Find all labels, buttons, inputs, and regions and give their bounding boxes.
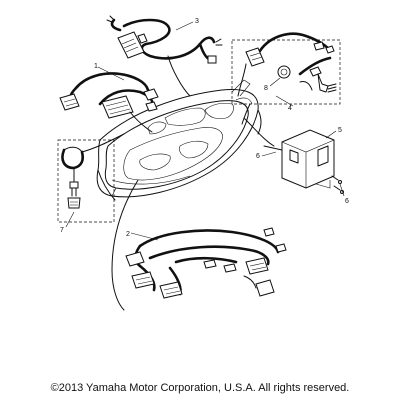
callout-8: 8	[264, 85, 268, 92]
callout-6-right: 6	[345, 198, 349, 205]
switch-group-7	[57, 133, 125, 223]
boat-hull-illustration	[96, 79, 262, 201]
wire-harness-3	[106, 15, 223, 97]
callout-2: 2	[126, 231, 130, 238]
callout-4: 4	[288, 105, 292, 112]
callout-6-left: 6	[256, 153, 260, 160]
wire-harness-1	[59, 72, 159, 133]
callout-5: 5	[338, 127, 342, 134]
sensor-group-4	[231, 32, 341, 105]
control-box-5	[263, 129, 344, 194]
callout-leaders	[65, 21, 345, 241]
grommet-8	[277, 65, 291, 79]
callout-7: 7	[60, 227, 64, 234]
wire-harness-2	[125, 227, 287, 299]
callout-1: 1	[94, 63, 98, 70]
callout-3: 3	[195, 18, 199, 25]
copyright-notice: ©2013 Yamaha Motor Corporation, U.S.A. A…	[50, 382, 350, 394]
